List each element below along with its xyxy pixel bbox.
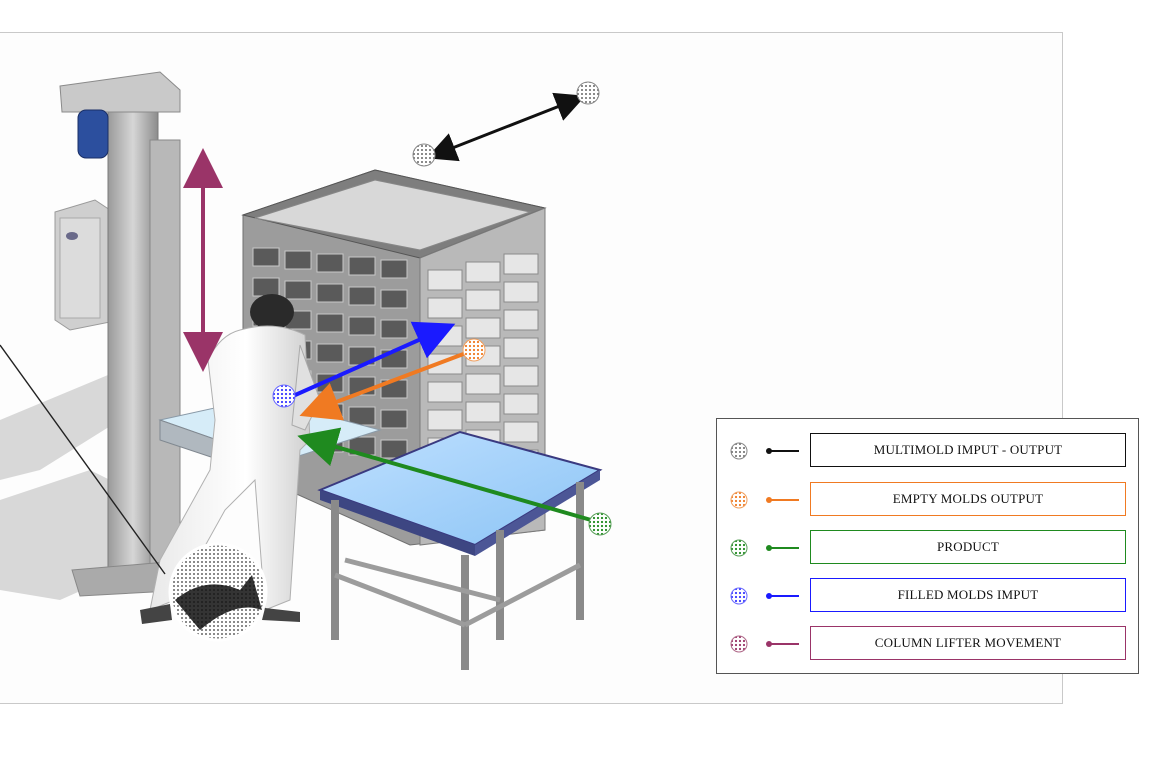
empty-molds-arrow: [299, 338, 486, 421]
rack-cell: [380, 259, 408, 279]
rack-drawer: [465, 289, 501, 311]
rack-drawer: [427, 381, 463, 403]
rack-drawer: [427, 409, 463, 431]
rack-cell: [316, 253, 344, 273]
hatched-circle-icon: [730, 587, 748, 605]
rack-drawer: [465, 401, 501, 423]
rack-cell: [284, 250, 312, 270]
legend-line-black: [766, 448, 799, 454]
rack-cell: [316, 283, 344, 303]
legend-label-filled-molds: FILLED MOLDS IMPUT: [810, 578, 1126, 612]
rack-drawer: [427, 297, 463, 319]
legend-row-column-lifter: COLUMN LIFTER MOVEMENT: [717, 626, 1138, 662]
rack-drawer: [503, 309, 539, 331]
legend-label-product: PRODUCT: [810, 530, 1126, 564]
rack-cell: [252, 277, 280, 297]
legend-row-empty-molds: EMPTY MOLDS OUTPUT: [717, 482, 1138, 518]
rack-drawer: [465, 261, 501, 283]
rack-drawer: [503, 253, 539, 275]
detail-magnifier: [0, 344, 268, 642]
rack-cell: [348, 256, 376, 276]
rack-drawer: [465, 373, 501, 395]
legend-line-orange: [766, 497, 799, 503]
column-lifter: [59, 71, 191, 597]
hatched-circle-icon: [730, 539, 748, 557]
legend-label-column-lifter: COLUMN LIFTER MOVEMENT: [810, 626, 1126, 660]
rack-cell: [348, 316, 376, 336]
hatched-circle-icon: [730, 635, 748, 653]
rack-cell: [252, 247, 280, 267]
rack-cell: [380, 409, 408, 429]
legend-line-green: [766, 545, 799, 551]
rack-cell: [380, 289, 408, 309]
rack-drawer: [503, 393, 539, 415]
hatched-circle-icon: [730, 442, 748, 460]
legend-label-multimold: MULTIMOLD IMPUT - OUTPUT: [810, 433, 1126, 467]
hatched-circle-icon: [730, 491, 748, 509]
product-arrow: [297, 427, 612, 536]
legend-panel: MULTIMOLD IMPUT - OUTPUT EMPTY MOLDS OUT…: [716, 418, 1139, 674]
legend-row-multimold: MULTIMOLD IMPUT - OUTPUT: [717, 433, 1138, 469]
rack-cell: [380, 439, 408, 459]
legend-label-empty-molds: EMPTY MOLDS OUTPUT: [810, 482, 1126, 516]
work-table: [317, 430, 603, 670]
rack-drawer: [503, 337, 539, 359]
legend-row-product: PRODUCT: [717, 530, 1138, 566]
rack-cell: [348, 286, 376, 306]
rack-drawer: [503, 421, 539, 443]
legend-line-purple: [766, 641, 799, 647]
legend-row-filled-molds: FILLED MOLDS IMPUT: [717, 578, 1138, 614]
rack-cell: [284, 280, 312, 300]
control-cabinet: [54, 199, 111, 331]
rack-drawer: [427, 269, 463, 291]
rack-drawer: [503, 281, 539, 303]
rack-drawer: [503, 365, 539, 387]
rack-cell: [316, 343, 344, 363]
multimold-arrow: [412, 81, 600, 167]
rack-drawer: [465, 317, 501, 339]
rack-cell: [380, 319, 408, 339]
rack-cell: [316, 313, 344, 333]
legend-line-blue: [766, 593, 799, 599]
